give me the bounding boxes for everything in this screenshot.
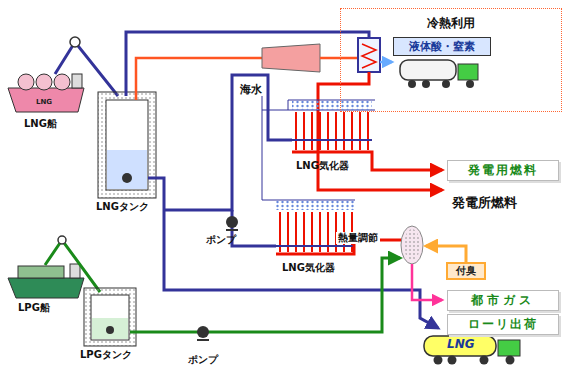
output-box: ローリ出荷	[447, 314, 559, 335]
lng-tank	[98, 92, 156, 198]
heat-exchanger	[358, 38, 380, 72]
node-label: 液体酸・窒素	[409, 39, 475, 54]
lng-ship	[8, 74, 84, 112]
tank-truck	[400, 60, 478, 88]
truck-marking: LNG	[447, 338, 475, 352]
pump-symbol	[226, 216, 238, 228]
region-box: 冷熱利用液体酸・窒素	[340, 8, 562, 112]
hull-marking: LNG	[36, 98, 52, 106]
pump-symbol	[197, 326, 209, 338]
tank-label: LPGタンク	[80, 349, 132, 361]
tank-label: LNGタンク	[96, 201, 149, 213]
ship-label: LNG船	[24, 118, 57, 130]
ship-label: LPG船	[18, 302, 50, 314]
lng-truck	[424, 336, 520, 365]
medium-label: 海水	[240, 84, 262, 97]
pump-label: ポンプ	[188, 354, 218, 366]
output-box: 都市ガス	[447, 290, 559, 311]
node-label: ローリ出荷	[468, 316, 538, 333]
lpg-tank	[84, 288, 136, 346]
pump-label: ポンプ	[206, 234, 236, 246]
equipment-label: LNG気化器	[296, 160, 349, 172]
flow-label: 発電所燃料	[450, 196, 519, 211]
vaporizer	[276, 200, 402, 254]
vaporizer	[292, 100, 442, 170]
product-box: 液体酸・窒素	[393, 37, 491, 56]
calorie-mixer	[401, 226, 423, 264]
odorant-box: 付臭	[446, 262, 486, 280]
node-label: 発電用燃料	[468, 162, 538, 179]
equipment-label: LNG気化器	[282, 262, 335, 274]
node-label: 冷熱利用	[341, 9, 561, 32]
node-label: 付臭	[456, 264, 476, 278]
flow-label: 熱量調節	[336, 232, 380, 244]
node-label: 都市ガス	[471, 292, 535, 309]
output-box: 発電用燃料	[447, 160, 559, 181]
lpg-ship	[8, 264, 84, 298]
